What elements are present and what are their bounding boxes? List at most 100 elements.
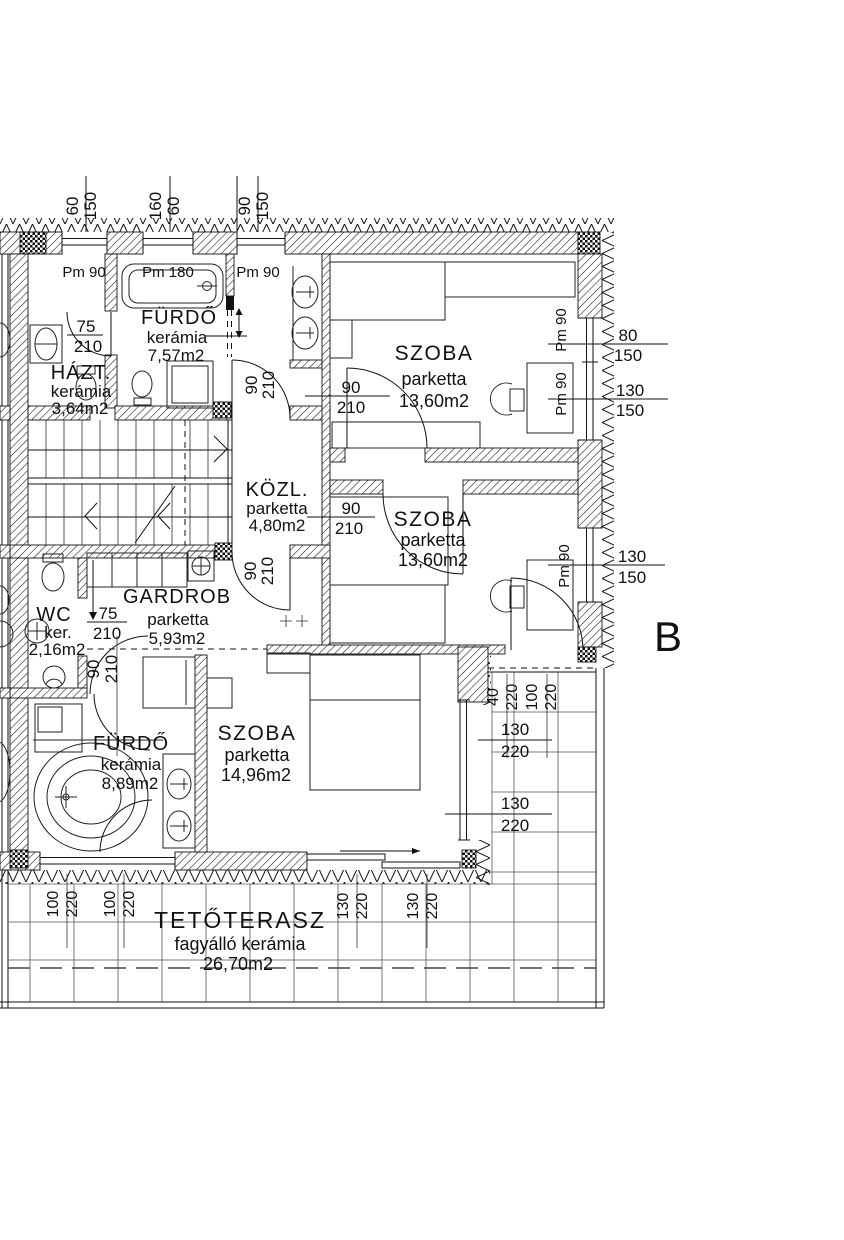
dim-right-2-h: 150 — [616, 401, 644, 420]
doors — [66, 308, 584, 853]
window-top-1 — [61, 232, 108, 254]
terrace-dim: 220 — [354, 893, 371, 920]
furdo1-sink-1 — [291, 275, 319, 309]
staircase — [28, 420, 233, 545]
room-label-furdo1-name: FÜRDŐ — [141, 306, 217, 329]
windows — [39, 232, 602, 870]
neighbour-toilet — [0, 585, 10, 615]
room-label-szoba3-finish: parketta — [224, 745, 290, 765]
dim-right-3-w: 130 — [618, 547, 646, 566]
room-label-szoba2-finish: parketta — [400, 530, 466, 550]
door-szoba2 — [382, 493, 464, 575]
fixtures — [0, 261, 576, 852]
room-label-kozl-area: 4,80m2 — [249, 516, 306, 535]
door-dim: 210 — [74, 337, 102, 356]
dim-top-1-w: 60 — [63, 197, 82, 216]
terrace-dim: 130 — [501, 720, 529, 739]
furdo2-sink-2 — [166, 810, 192, 842]
interior-walls — [0, 253, 579, 853]
dim-top-1-h: 150 — [81, 192, 100, 220]
room-label-terasz-area: 26,70m2 — [203, 954, 273, 974]
shower — [166, 360, 214, 409]
wc-toilet — [41, 562, 65, 592]
window-top-3 — [236, 232, 286, 254]
parapet-mark: Pm 180 — [142, 264, 194, 281]
room-label-hazt-area: 3,64m2 — [52, 399, 109, 418]
room-label-terasz-finish: fagyálló kerámia — [174, 934, 306, 954]
wc-bidet — [42, 665, 66, 689]
furdo2-shelf — [142, 656, 196, 709]
room-label-furdo2-name: FÜRDŐ — [93, 732, 169, 755]
room-label-szoba2-area: 13,60m2 — [398, 550, 468, 570]
szoba1-desk — [526, 362, 574, 434]
window-szoba3-east — [458, 699, 470, 841]
terrace-dim: 40 — [485, 688, 502, 706]
szoba1-bed — [329, 261, 446, 321]
kozl-cabinet — [331, 421, 481, 449]
hazt-toilet — [75, 373, 97, 401]
insulation-corner-se — [476, 840, 490, 885]
door-hall-furdo2 — [89, 635, 151, 751]
stair-arrow-up — [213, 435, 228, 463]
room-label-szoba2-name: SZOBA — [394, 508, 473, 531]
stair-arrow-down — [84, 502, 98, 530]
dim-right-3-h: 150 — [618, 568, 646, 587]
terrace-dim: 130 — [501, 794, 529, 813]
door-dim: 210 — [337, 398, 365, 417]
door-dim: 210 — [259, 371, 278, 399]
door-dim: 90 — [242, 376, 261, 395]
bathtub — [121, 263, 224, 309]
terrace-dim: 100 — [45, 891, 62, 918]
room-label-wc-name: WC — [36, 604, 71, 626]
door-gardrob — [231, 551, 291, 611]
terrace-dim: 100 — [102, 891, 119, 918]
parapet-mark: Pm 90 — [553, 308, 570, 351]
room-label-terasz-name: TETŐTERASZ — [154, 907, 326, 933]
wc-sink — [24, 618, 50, 644]
room-label-wc-area: 2,16m2 — [29, 640, 86, 659]
door-dim: 75 — [99, 604, 118, 623]
szoba3-dresser — [266, 652, 311, 674]
szoba1-chair — [490, 382, 513, 416]
parapet-mark: Pm 90 — [236, 264, 279, 281]
door-hazt — [66, 311, 112, 357]
stair-break-line — [134, 485, 176, 544]
door-dim: 75 — [77, 317, 96, 336]
furdo2-vanity — [162, 753, 196, 849]
room-label-gardrob-name: GARDROB — [123, 586, 231, 608]
neighbour-tub — [0, 741, 11, 803]
text-labels: 60 150 160 60 90 150 Pm 90 Pm 180 Pm 90 … — [29, 192, 682, 974]
furdo2-sink-1 — [166, 768, 192, 800]
room-label-szoba3-area: 14,96m2 — [221, 765, 291, 785]
terrace-sliding-door — [306, 848, 461, 869]
door-dim: 210 — [258, 557, 277, 585]
szoba2-desk — [526, 559, 574, 631]
room-label-kozl-name: KÖZL. — [246, 479, 309, 501]
room-label-szoba1-finish: parketta — [401, 369, 467, 389]
dimension-lines — [66, 176, 668, 948]
door-dim: 90 — [84, 660, 103, 679]
terrace-tile-grid — [8, 672, 596, 1002]
terrace-dim: 220 — [64, 891, 81, 918]
dim-top-2-w: 160 — [146, 192, 165, 220]
szoba3-bed — [309, 654, 421, 791]
terrace-dim: 220 — [504, 684, 521, 711]
terrace-dim: 220 — [543, 684, 560, 711]
terrace — [0, 667, 605, 1009]
insulation-top — [0, 218, 614, 232]
room-label-kozl-finish: parketta — [246, 499, 308, 518]
window-right-2 — [578, 527, 602, 603]
door-dim: 210 — [102, 655, 121, 683]
hazt-counter — [29, 324, 63, 364]
door-furdo2-terrace — [99, 799, 153, 853]
window-bottom — [39, 852, 176, 870]
door-szoba2-terrace — [510, 577, 584, 651]
room-label-szoba1-name: SZOBA — [395, 342, 474, 365]
parapet-mark: Pm 90 — [553, 372, 570, 415]
parapet-mark: Pm 90 — [556, 544, 573, 587]
window-top-2 — [142, 232, 194, 254]
door-dim: 90 — [342, 378, 361, 397]
room-label-gardrob-area: 5,93m2 — [149, 629, 206, 648]
door-dim: 90 — [241, 562, 260, 581]
